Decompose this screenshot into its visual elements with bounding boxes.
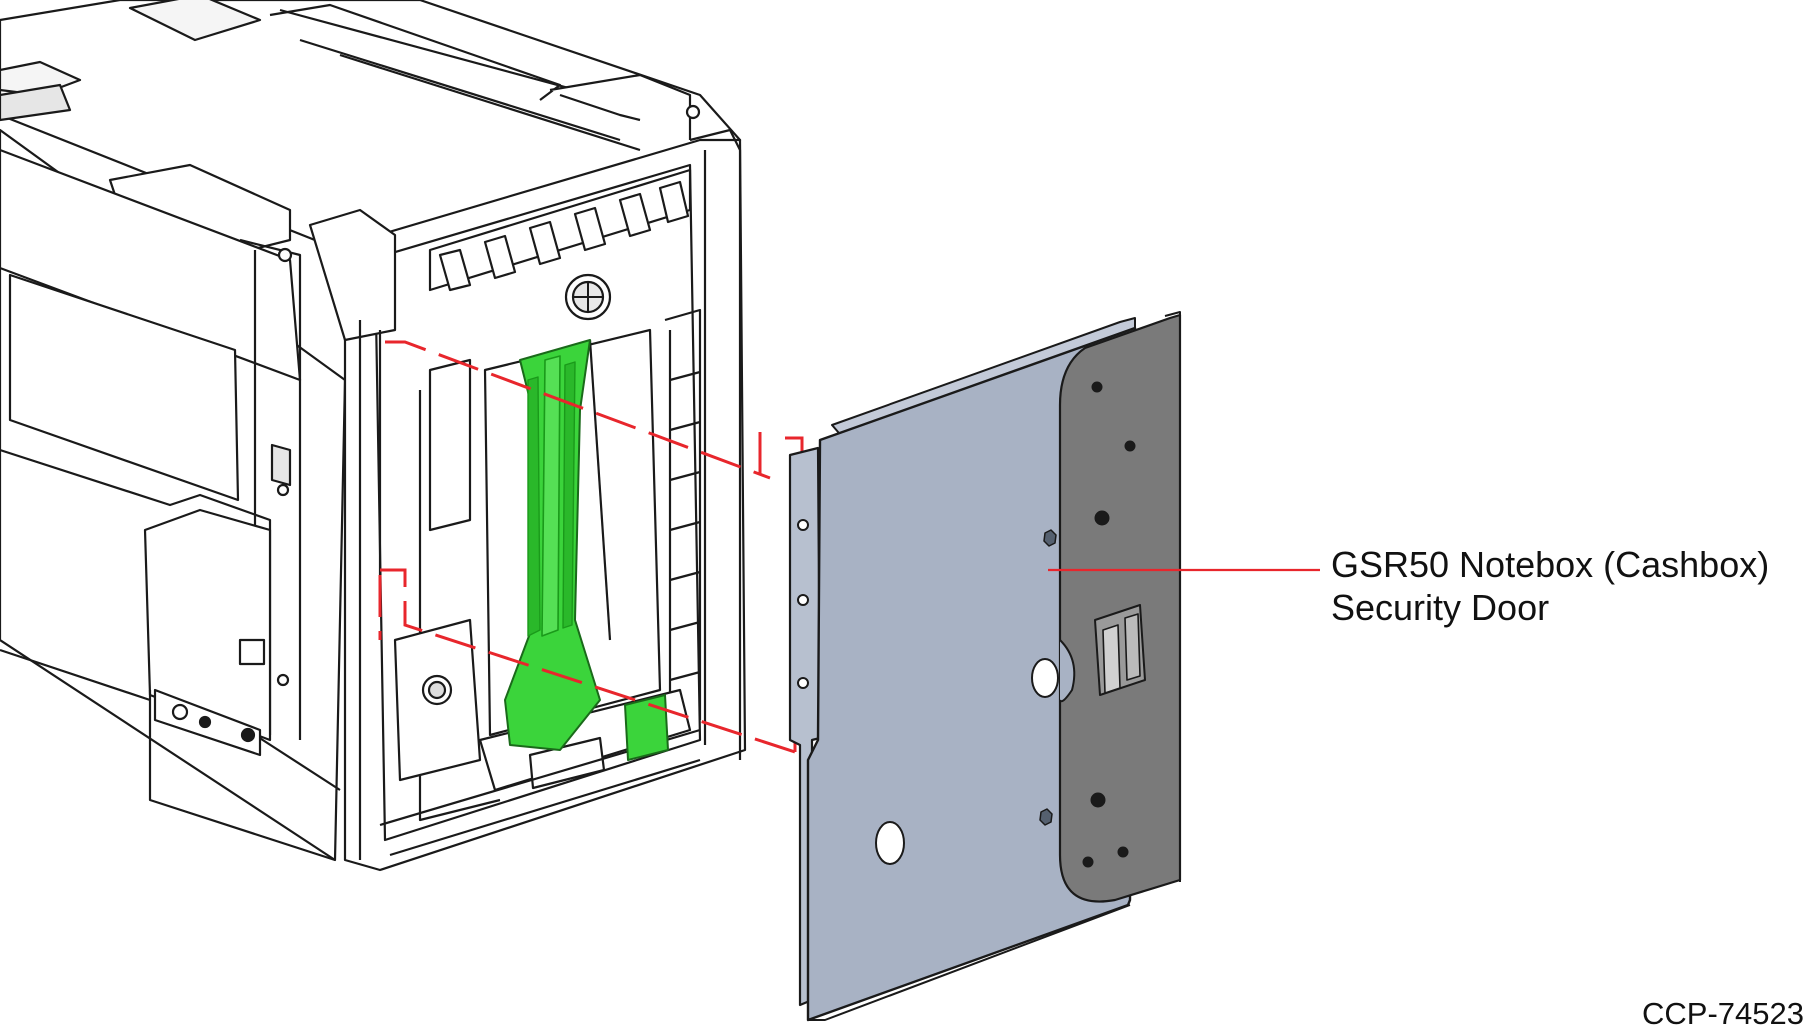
callout-line-2: Security Door [1331, 587, 1550, 628]
notebox-housing [0, 0, 747, 872]
latch-lever [504, 339, 669, 761]
figure-id-label: CCP-74523 [1642, 996, 1804, 1031]
callout-line-1: GSR50 Notebox (Cashbox) [1331, 544, 1770, 585]
security-door [788, 311, 1182, 1022]
part-callout-label: GSR50 Notebox (Cashbox) Security Door [1331, 543, 1769, 629]
